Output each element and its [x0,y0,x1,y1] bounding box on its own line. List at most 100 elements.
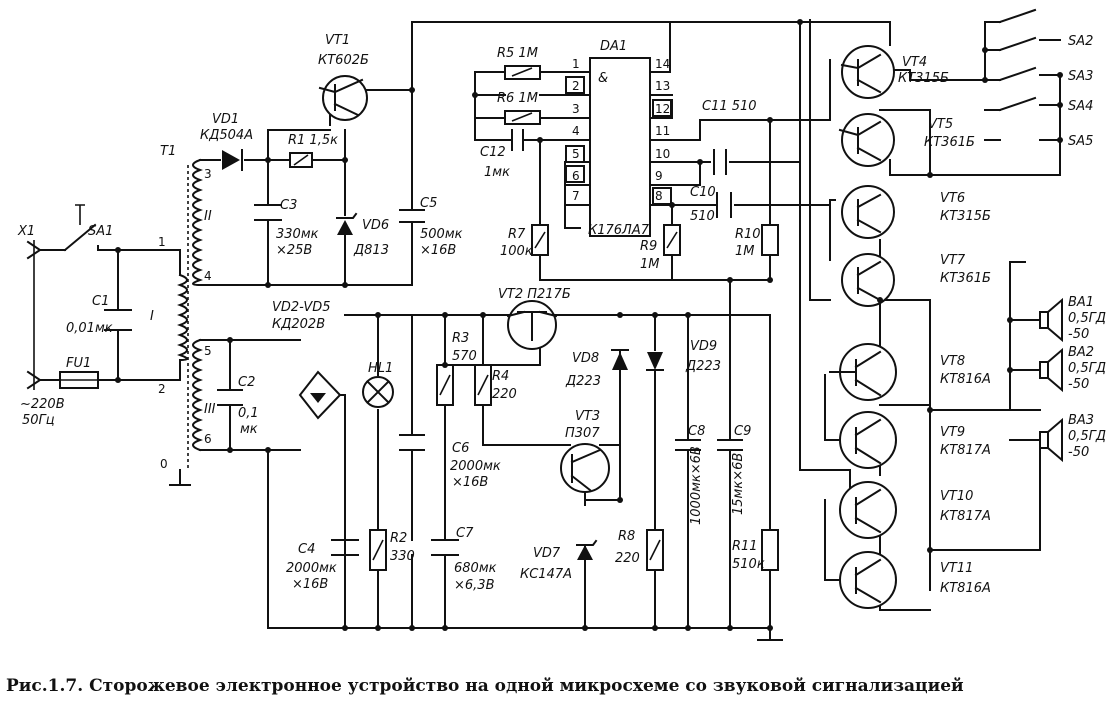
ic-pin-number: 3 [572,102,580,116]
circuit-schematic: X1 SA1 C1 0,01мк FU1 ~220В 50Гц T1 1 2 3… [17,8,1106,641]
label-vd1: VD1 [212,112,239,127]
label-vt10: VT10 [940,489,973,504]
label-c10-value: 510 [690,209,715,224]
label-vd6: VD6 [362,218,389,233]
label-vt3: VT3 [575,409,600,424]
label-vd7-type: КС147А [520,567,572,582]
vd8-diode [612,352,628,370]
vt1-transistor [322,75,368,121]
label-winding-II: II [204,209,212,224]
label-pin5: 5 [204,344,212,358]
ba3-speaker [1039,417,1063,463]
label-vt4: VT4 [902,55,927,70]
label-c5-value1: 500мк [420,227,463,242]
label-vt9: VT9 [940,425,965,440]
label-da1: DA1 [600,39,627,54]
ic-pin-numbers: 1 2 3 4 5 6 7 14 13 12 11 10 9 8 [572,57,670,203]
sa4-switch [998,66,1037,82]
label-pin4: 4 [204,269,212,283]
label-sa2: SA2 [1068,34,1093,49]
label-pin0: 0 [160,457,168,471]
label-c1-value: 0,01мк [66,321,113,336]
label-sa4: SA4 [1068,99,1093,114]
label-ba2-type: 0,5ГД [1068,361,1106,376]
c2-capacitor [217,389,243,406]
components [26,8,1063,641]
label-ba2: BA2 [1068,345,1094,360]
ic-pin-number: 4 [572,124,580,138]
label-t1: T1 [160,144,176,159]
label-c4-value2: ×16В [292,577,328,592]
label-sa5: SA5 [1068,134,1093,149]
label-vt7-type: КТ361Б [940,271,991,286]
label-winding-III: III [204,402,216,417]
c5-capacitor [399,209,425,223]
label-r10-value: 1М [735,244,755,259]
c12-capacitor [511,129,524,151]
ba2-speaker [1039,347,1063,393]
label-r10: R10 [735,227,761,242]
label-c6-value1: 2000мк [450,459,501,474]
vt4-transistor [841,45,895,99]
label-r6: R6 1М [497,91,538,106]
figure-caption: Рис.1.7. Сторожевое электронное устройст… [6,676,964,696]
c8-capacitor [675,439,701,451]
label-vd9-type: Д223 [685,359,721,374]
label-c2-value1: 0,1 [238,406,259,421]
sa3-switch [998,36,1037,52]
x1-plug [26,240,42,390]
label-vt1-type: КТ602Б [318,53,369,68]
t1-winding-III [192,338,203,452]
label-c4: C4 [298,542,315,557]
label-c8: C8 [688,424,705,439]
label-c9-value: 15мк×6В [731,453,746,515]
ic-pin-number: 8 [655,189,663,203]
ic-pin-number: 13 [655,79,670,93]
r11-resistor [761,529,779,571]
c6-area-cap [399,434,425,451]
label-sa1: SA1 [88,224,113,239]
vd9-diode [647,352,663,370]
label-vd8: VD8 [572,351,599,366]
label-da1-function: & [598,71,608,86]
label-c3-value2: ×25В [276,243,312,258]
ic-pin-number: 14 [655,57,670,71]
label-c12: C12 [480,145,506,160]
label-c6-value2: ×16В [452,475,488,490]
vt11-transistor [839,551,897,609]
label-mains-voltage: ~220В [20,397,65,412]
ic-pin-number: 6 [572,169,580,183]
label-vt11-type: КТ816А [940,581,991,596]
label-c5: C5 [420,196,437,211]
label-r5: R5 1М [497,46,538,61]
label-r4: R4 [492,369,509,384]
label-vt11: VT11 [940,561,973,576]
vt10-transistor [839,481,897,539]
label-vt1: VT1 [325,33,350,48]
label-r2: R2 [390,531,407,546]
sa2-switch [998,8,1041,41]
label-fu1: FU1 [66,356,91,371]
label-c12-value: 1мк [484,165,510,180]
label-vt3-type: П307 [565,426,600,441]
label-c7-value1: 680мк [454,561,497,576]
label-hl1: HL1 [368,361,393,376]
label-ba3-value: -50 [1068,445,1089,460]
vt3-transistor [560,443,610,493]
junctions [115,19,1063,631]
ic-pin-number: 1 [572,57,580,71]
label-pin3: 3 [204,167,212,181]
label-r1: R1 1,5к [288,133,338,148]
c10-capacitor [716,192,732,218]
vt9-transistor [839,411,897,469]
label-winding-I: I [150,309,154,324]
ic-pin-number: 5 [572,147,580,161]
label-vt5: VT5 [928,117,953,132]
vd6-zener [337,220,353,235]
vt5-transistor [841,113,895,167]
c3-capacitor [254,204,282,221]
label-vd1-type: КД504А [200,128,253,143]
label-vt6-type: КТ315Б [940,209,991,224]
label-vt8: VT8 [940,354,965,369]
label-vd9: VD9 [690,339,717,354]
